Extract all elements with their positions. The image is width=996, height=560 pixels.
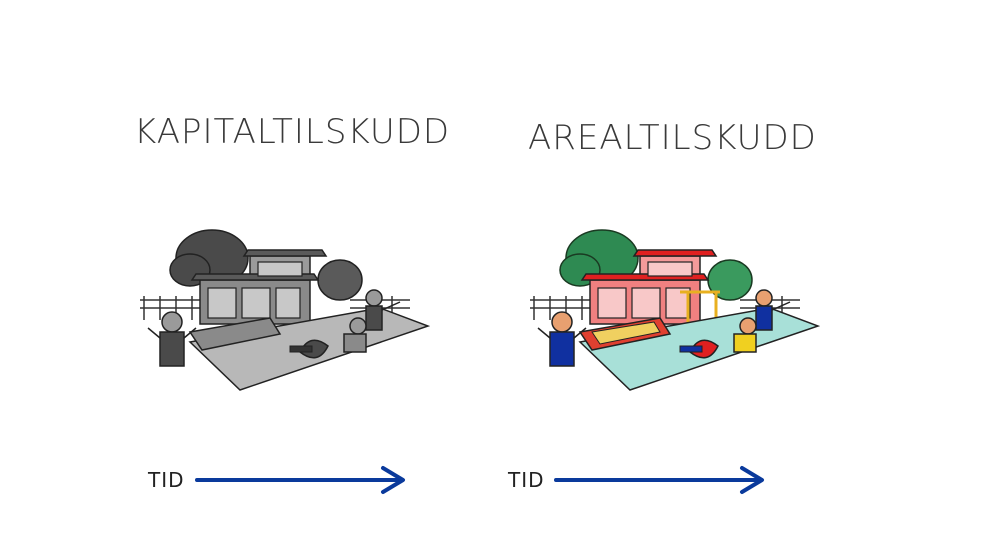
panel-area-grant: AREALTILSKUDD xyxy=(498,0,996,560)
time-label: TID xyxy=(508,468,545,492)
time-label: TID xyxy=(148,468,185,492)
panel-title: KAPITALTILSKUDD xyxy=(134,112,451,152)
time-arrow xyxy=(195,466,405,494)
kindergarten-illustration-color xyxy=(530,229,820,391)
time-arrow xyxy=(554,466,764,494)
kindergarten-illustration-grayscale xyxy=(140,229,430,391)
panel-title: AREALTILSKUDD xyxy=(528,118,817,158)
panel-capital-grant: KAPITALTILSKUDD xyxy=(134,112,449,494)
